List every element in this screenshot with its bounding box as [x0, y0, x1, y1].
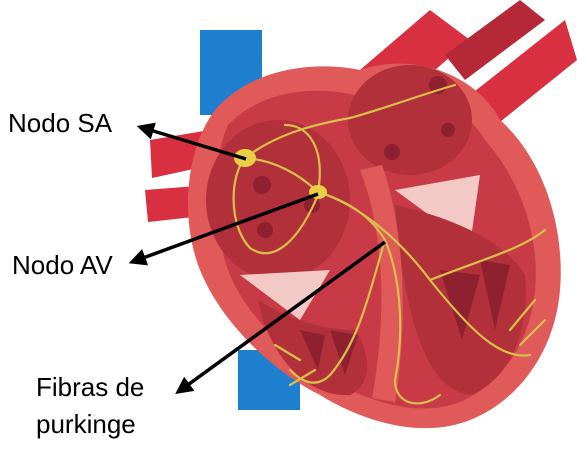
av-node-label: Nodo AV	[12, 250, 113, 280]
left-atrium	[348, 65, 472, 175]
purkinje-label-line1: Fibras de	[36, 372, 144, 402]
sa-node-label: Nodo SA	[8, 108, 112, 138]
right-atrium	[206, 120, 350, 280]
purkinje-label-line2: purkinge	[36, 409, 136, 439]
